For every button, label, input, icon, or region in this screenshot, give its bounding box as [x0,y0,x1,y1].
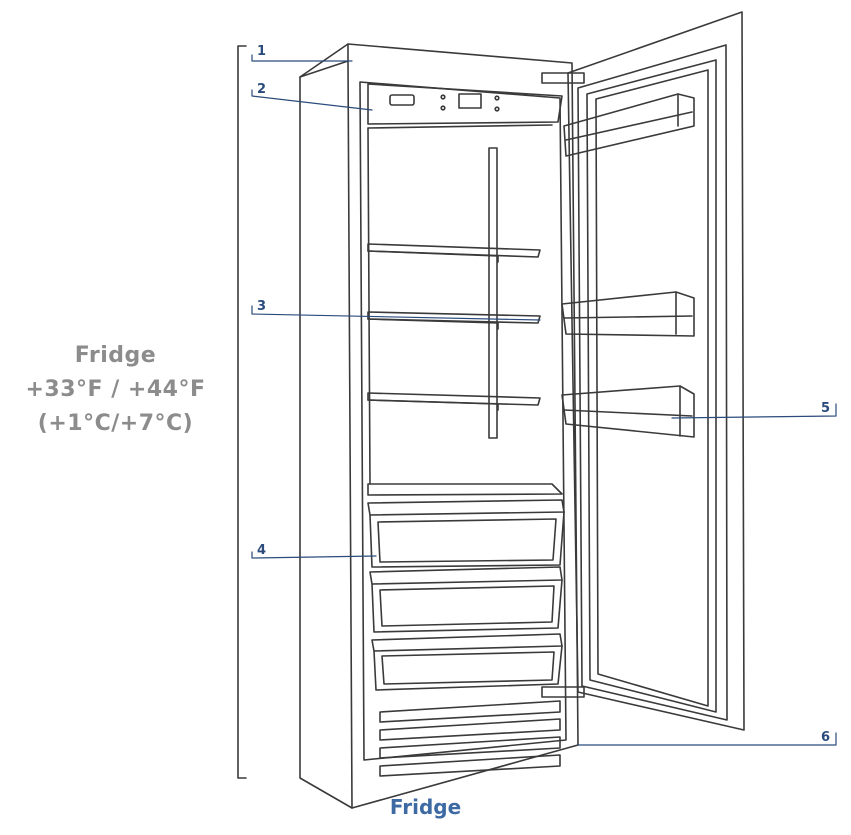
callout-4: 4 [257,543,266,558]
callout-line-5 [671,403,837,419]
fahrenheit-range-label: +33°F / +44°F [25,377,206,402]
callout-5: 5 [821,401,830,416]
callout-line-6 [577,732,837,746]
interior-opening [359,81,567,761]
shelf-rail [488,147,498,439]
callout-1: 1 [257,44,266,59]
door-bin-middle [561,291,695,337]
glass-shelf-top [367,243,541,263]
callout-line-4 [251,551,377,559]
drawer-2 [369,566,563,633]
glass-shelf-middle [367,311,541,330]
callout-line-3 [251,305,541,321]
callout-line-1 [251,54,353,62]
door-bin-top [563,93,695,157]
callout-2: 2 [257,82,266,97]
door-bin-bottom [561,385,695,438]
zone-name-label: Fridge [74,343,157,368]
celsius-range-label: (+1°C/+7°C) [37,411,194,436]
bottom-hinge [541,686,585,698]
drawer-3 [371,633,563,691]
callout-line-2 [251,89,373,111]
height-bracket [237,45,247,779]
ventilation-grille [379,700,561,777]
cabinet-body [299,43,579,809]
callout-3: 3 [257,299,266,314]
top-hinge [541,72,585,84]
diagram-caption: Fridge [389,795,462,819]
control-panel [367,83,563,125]
callout-6: 6 [821,730,830,745]
open-door [567,11,745,731]
glass-shelf-bottom [367,392,541,411]
crisper-cover [367,483,563,496]
drawer-1 [367,499,565,568]
